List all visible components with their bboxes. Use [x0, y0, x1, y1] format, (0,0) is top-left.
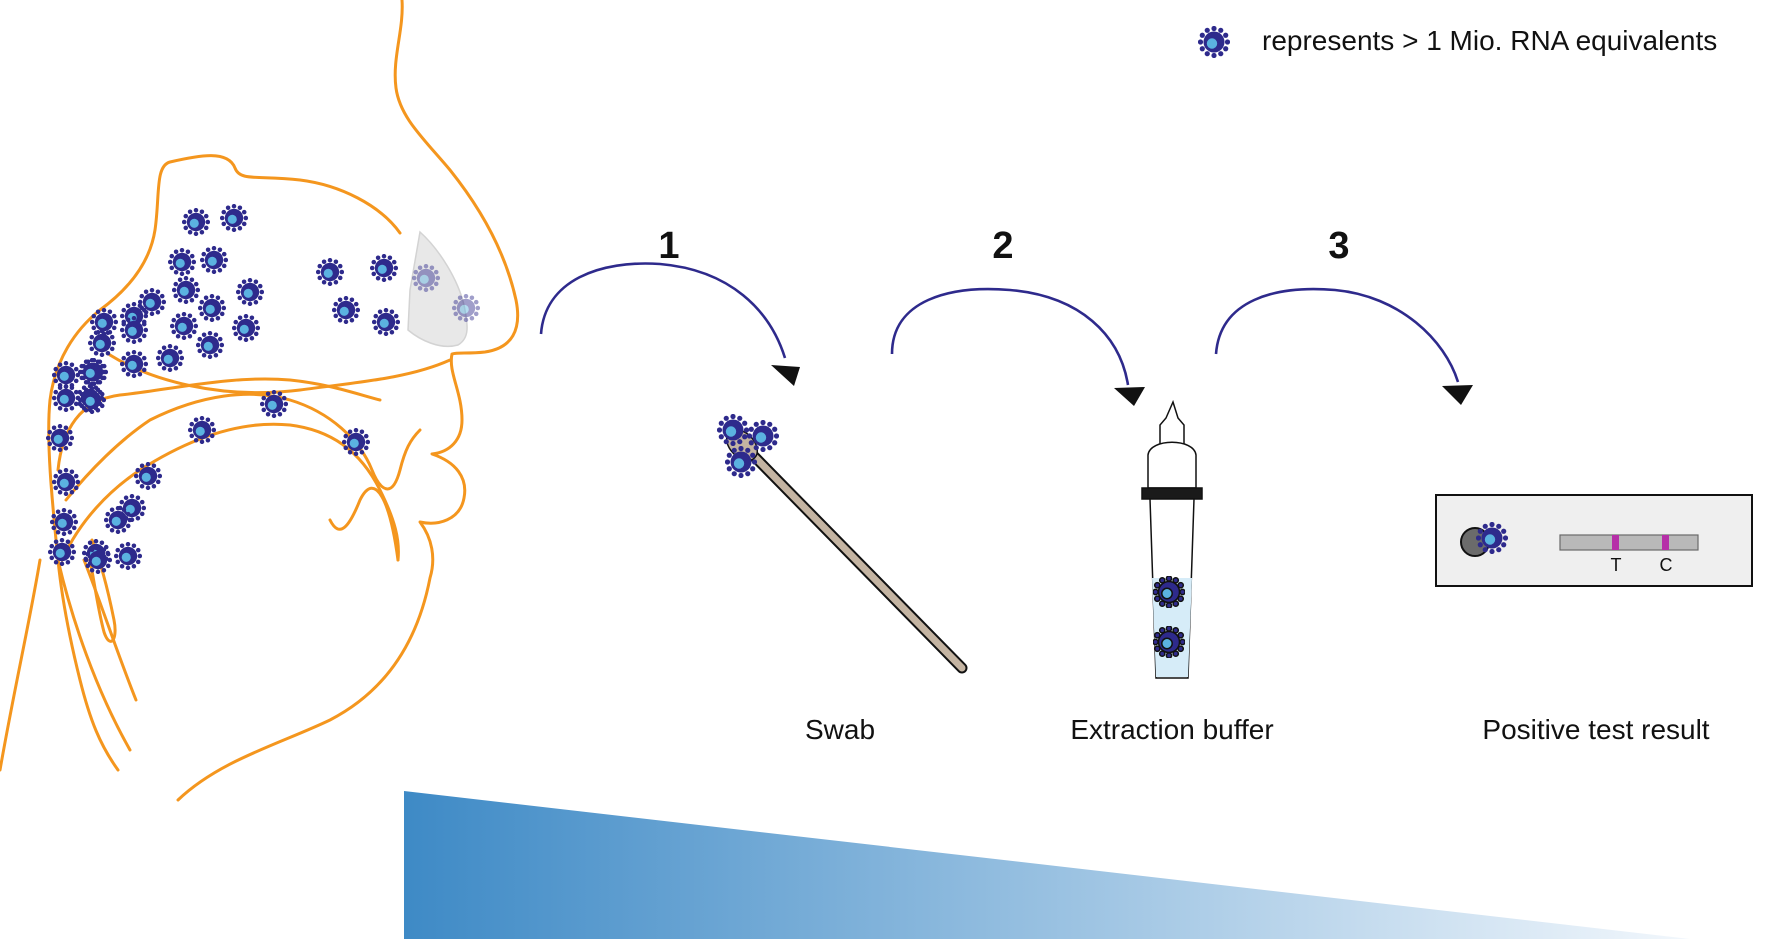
step-3-arrowhead [1442, 385, 1473, 405]
head-virus-icon [232, 314, 260, 342]
tube-nozzle [1159, 399, 1185, 451]
swab-label: Swab [805, 714, 875, 745]
head-virus-icon [134, 462, 162, 490]
head-virus-icon [170, 312, 198, 340]
head-virus-icon [316, 258, 344, 286]
legend-virus-icon [1198, 26, 1230, 58]
tube-ring [1141, 487, 1203, 500]
head-virus-icon [200, 246, 228, 274]
head-virus-icon [370, 254, 398, 282]
test-line-label: T [1611, 555, 1622, 575]
head-anatomy [0, 0, 520, 802]
step-arrows [539, 262, 1460, 386]
throat-outline [56, 558, 132, 752]
positive-result-label: Positive test result [1482, 714, 1709, 745]
legend: represents > 1 Mio. RNA equivalents [1198, 25, 1717, 58]
palate-outline-inner [56, 377, 382, 472]
head-virus-icon [52, 384, 80, 412]
step-3-arrow [1214, 287, 1460, 383]
head-virus-icon [188, 416, 216, 444]
arrowheads [771, 365, 1473, 406]
legend-text: represents > 1 Mio. RNA equivalents [1262, 25, 1717, 56]
extraction-tube [1141, 399, 1203, 679]
head-virus-icon [78, 386, 106, 414]
step-1-number: 1 [658, 225, 679, 267]
head-virus-icon [236, 278, 264, 306]
head-virus-icon [168, 248, 196, 276]
test-cassette: T C [1435, 494, 1753, 587]
head-virus-icon [198, 294, 226, 322]
tongue-outline [64, 392, 422, 502]
concentration-gradient-ramp [404, 791, 1690, 939]
upper-airway-outline [82, 558, 138, 702]
swab [717, 414, 968, 674]
tube-cap [1147, 441, 1197, 489]
nostril-region [407, 230, 468, 347]
head-virus-icon [372, 308, 400, 336]
face-profile-outline [176, 0, 520, 802]
step-1-arrowhead [771, 365, 800, 386]
head-virus-icon [172, 276, 200, 304]
neck-back-outline [0, 558, 42, 772]
head-virus-icon [52, 468, 80, 496]
step-1-arrow [539, 262, 787, 359]
head-virus-icon [114, 542, 142, 570]
step-3-number: 3 [1328, 225, 1349, 267]
head-virus-icon [196, 331, 224, 359]
head-virus-icon [156, 344, 184, 372]
control-line [1662, 535, 1669, 550]
head-virus-icon [220, 204, 248, 232]
swab-stick [744, 446, 966, 672]
test-line [1612, 535, 1619, 550]
extraction-buffer-label: Extraction buffer [1070, 714, 1273, 745]
nasal-cavity-outline [47, 154, 402, 772]
head-virus-icon [120, 350, 148, 378]
palate-outline [108, 353, 452, 395]
step-2-number: 2 [992, 225, 1013, 267]
result-window [1559, 534, 1699, 551]
control-line-label: C [1660, 555, 1673, 575]
jaw-outline [328, 486, 400, 562]
step-2-arrowhead [1114, 387, 1145, 406]
head-virus-icon [332, 296, 360, 324]
step-2-arrow [890, 287, 1130, 386]
head-virus-icon [182, 208, 210, 236]
